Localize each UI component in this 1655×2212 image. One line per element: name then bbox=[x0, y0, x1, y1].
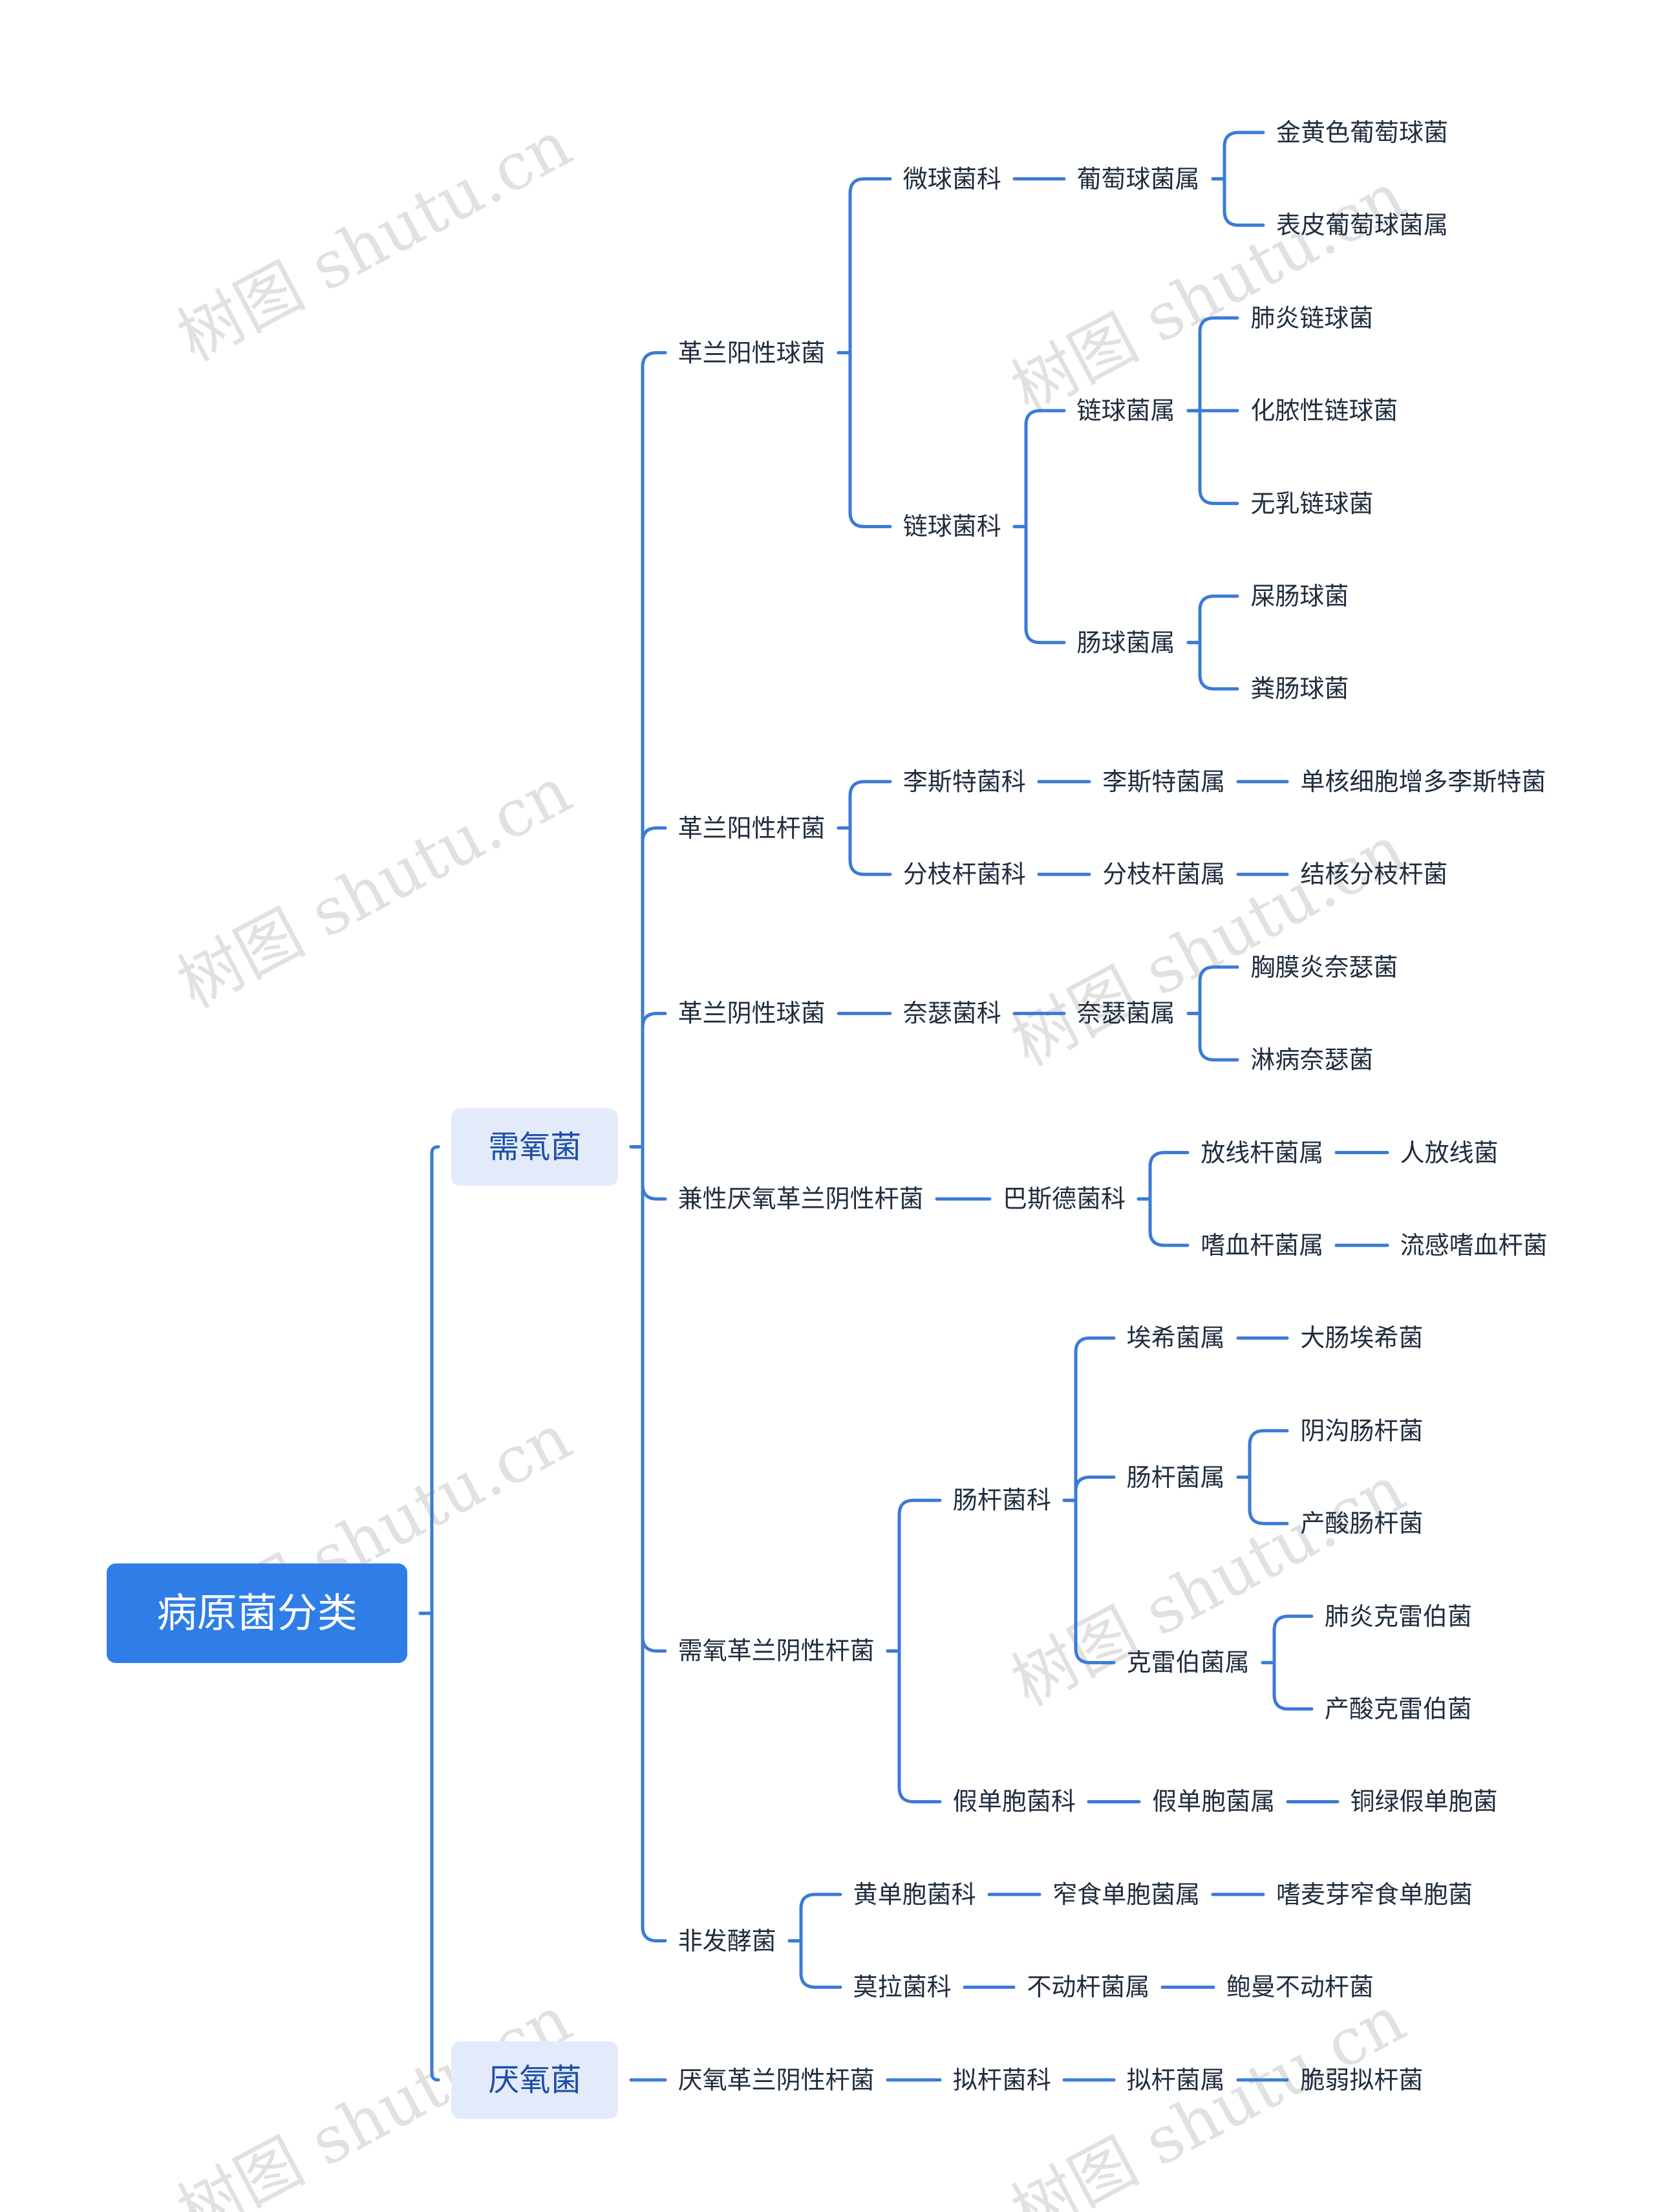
node-0-4-0-2-0[interactable]: 肺炎克雷伯菌 bbox=[1324, 1602, 1472, 1631]
node-0-3-0-0[interactable]: 放线杆菌属 bbox=[1201, 1138, 1324, 1167]
connector-line bbox=[1062, 1498, 1116, 1664]
connector-line bbox=[886, 1649, 942, 1803]
node-0-1-1[interactable]: 分枝杆菌科 bbox=[902, 860, 1026, 889]
node-0-1[interactable]: 革兰阳性杆菌 bbox=[678, 813, 826, 843]
node-0-2-0-0-0[interactable]: 胸膜炎奈瑟菌 bbox=[1250, 952, 1398, 982]
connector-line bbox=[787, 1939, 842, 1989]
node-0-0-1-1-0[interactable]: 屎肠球菌 bbox=[1250, 581, 1349, 610]
connector-line bbox=[787, 1893, 842, 1943]
node-0-3[interactable]: 兼性厌氧革兰阴性杆菌 bbox=[678, 1185, 924, 1214]
node-0-5-0-0-0[interactable]: 嗜麦芽窄食单胞菌 bbox=[1276, 1880, 1473, 1909]
root-node[interactable]: 病原菌分类 bbox=[107, 1563, 408, 1664]
connector-line bbox=[1186, 641, 1239, 691]
node-0-0-1-0-0[interactable]: 肺炎链球菌 bbox=[1250, 303, 1374, 332]
connector-line bbox=[1236, 1476, 1289, 1525]
connector-line bbox=[837, 826, 892, 876]
node-1-0-0-0-0[interactable]: 脆弱拟杆菌 bbox=[1300, 2065, 1424, 2094]
node-0-3-0-1[interactable]: 嗜血杆菌属 bbox=[1201, 1230, 1324, 1260]
connector-line bbox=[1062, 1476, 1116, 1502]
node-0-3-0[interactable]: 巴斯德菌科 bbox=[1002, 1185, 1126, 1214]
node-0-4-0-1[interactable]: 肠杆菌属 bbox=[1126, 1463, 1225, 1492]
node-0-2-0[interactable]: 奈瑟菌科 bbox=[902, 999, 1001, 1028]
node-0-1-1-0-0[interactable]: 结核分枝杆菌 bbox=[1300, 860, 1448, 889]
connector-line bbox=[1186, 594, 1239, 645]
connector-line bbox=[837, 177, 892, 355]
node-0-1-0-0[interactable]: 李斯特菌属 bbox=[1102, 767, 1226, 796]
node-0-5[interactable]: 非发酵菌 bbox=[678, 1926, 776, 1955]
node-0-4[interactable]: 需氧革兰阴性杆菌 bbox=[678, 1637, 875, 1666]
node-0-0-1-0[interactable]: 链球菌属 bbox=[1076, 396, 1175, 425]
node-0-0-1[interactable]: 链球菌科 bbox=[902, 512, 1001, 541]
node-0-5-1[interactable]: 莫拉菌科 bbox=[853, 1973, 952, 2002]
connector-line bbox=[1137, 1151, 1190, 1201]
node-1-0-0[interactable]: 拟杆菌科 bbox=[952, 2065, 1051, 2094]
node-0-2[interactable]: 革兰阴性球菌 bbox=[678, 999, 826, 1028]
node-0-1-1-0[interactable]: 分枝杆菌属 bbox=[1102, 860, 1226, 889]
node-0-1-0[interactable]: 李斯特菌科 bbox=[902, 767, 1026, 796]
node-0-4-1[interactable]: 假单胞菌科 bbox=[952, 1787, 1076, 1816]
node-0-0-0-0-0[interactable]: 金黄色葡萄球菌 bbox=[1276, 118, 1448, 147]
connector-line bbox=[1236, 1429, 1289, 1479]
node-0[interactable]: 需氧菌 bbox=[451, 1108, 619, 1186]
node-0-0[interactable]: 革兰阳性球菌 bbox=[678, 338, 826, 367]
node-0-4-1-0[interactable]: 假单胞菌属 bbox=[1152, 1787, 1276, 1816]
node-0-4-0-1-0[interactable]: 阴沟肠杆菌 bbox=[1300, 1416, 1424, 1445]
node-0-4-0-2-1[interactable]: 产酸克雷伯菌 bbox=[1324, 1695, 1472, 1724]
node-0-0-0-0-1[interactable]: 表皮葡萄球菌属 bbox=[1276, 211, 1448, 240]
node-0-5-0[interactable]: 黄单胞菌科 bbox=[853, 1880, 976, 1909]
connector-line bbox=[1261, 1660, 1314, 1711]
node-1[interactable]: 厌氧菌 bbox=[451, 2041, 619, 2119]
connector-line bbox=[629, 1145, 667, 1943]
node-0-5-1-0-0[interactable]: 鲍曼不动杆菌 bbox=[1226, 1973, 1374, 2002]
node-1-0-0-0[interactable]: 拟杆菌属 bbox=[1126, 2065, 1225, 2094]
node-0-0-1-1-1[interactable]: 粪肠球菌 bbox=[1250, 674, 1349, 703]
node-0-3-0-0-0[interactable]: 人放线菌 bbox=[1400, 1138, 1499, 1167]
node-0-1-0-0-0[interactable]: 单核细胞增多李斯特菌 bbox=[1300, 767, 1546, 796]
connector-line bbox=[837, 351, 892, 528]
connector-line bbox=[1261, 1615, 1314, 1664]
connector-line bbox=[1062, 1336, 1116, 1502]
node-1-0[interactable]: 厌氧革兰阴性杆菌 bbox=[678, 2065, 875, 2094]
node-0-0-1-0-2[interactable]: 无乳链球菌 bbox=[1250, 489, 1374, 518]
connector-line bbox=[629, 826, 667, 1149]
node-0-4-0-0-0[interactable]: 大肠埃希菌 bbox=[1300, 1324, 1424, 1353]
node-0-4-0[interactable]: 肠杆菌科 bbox=[952, 1486, 1051, 1515]
connector-line bbox=[418, 1145, 440, 1615]
connector-line bbox=[629, 1145, 667, 1653]
node-0-4-0-2[interactable]: 克雷伯菌属 bbox=[1126, 1648, 1250, 1677]
connector-line bbox=[1186, 409, 1239, 506]
node-0-5-0-0[interactable]: 窄食单胞菌属 bbox=[1052, 1880, 1201, 1909]
connector-line bbox=[629, 1145, 667, 1201]
connector-line bbox=[1211, 177, 1265, 227]
node-0-5-1-0[interactable]: 不动杆菌属 bbox=[1027, 1973, 1150, 2002]
connector-line bbox=[1186, 965, 1239, 1015]
connector-line bbox=[837, 780, 892, 830]
node-0-0-1-1[interactable]: 肠球菌属 bbox=[1076, 628, 1175, 657]
connector-line bbox=[629, 1011, 667, 1149]
node-0-0-0[interactable]: 微球菌科 bbox=[902, 164, 1001, 193]
node-0-4-1-0-0[interactable]: 铜绿假单胞菌 bbox=[1350, 1787, 1498, 1816]
connector-line bbox=[1211, 131, 1265, 181]
connector-line bbox=[1137, 1197, 1190, 1247]
connector-line bbox=[1012, 409, 1066, 528]
connector-line bbox=[1012, 524, 1066, 645]
node-0-3-0-1-0[interactable]: 流感嗜血杆菌 bbox=[1400, 1230, 1548, 1260]
node-0-2-0-0[interactable]: 奈瑟菌属 bbox=[1076, 999, 1175, 1028]
node-0-2-0-0-1[interactable]: 淋病奈瑟菌 bbox=[1250, 1046, 1374, 1075]
node-0-0-1-0-1[interactable]: 化脓性链球菌 bbox=[1250, 396, 1398, 425]
connector-line bbox=[629, 351, 667, 1149]
connector-line bbox=[418, 1611, 440, 2082]
node-0-4-0-0[interactable]: 埃希菌属 bbox=[1126, 1324, 1225, 1353]
node-0-0-0-0[interactable]: 葡萄球菌属 bbox=[1076, 164, 1200, 193]
node-0-4-0-1-1[interactable]: 产酸肠杆菌 bbox=[1300, 1509, 1424, 1538]
connector-line bbox=[1186, 316, 1239, 413]
connector-line bbox=[886, 1498, 942, 1653]
connector-line bbox=[1186, 1011, 1239, 1062]
